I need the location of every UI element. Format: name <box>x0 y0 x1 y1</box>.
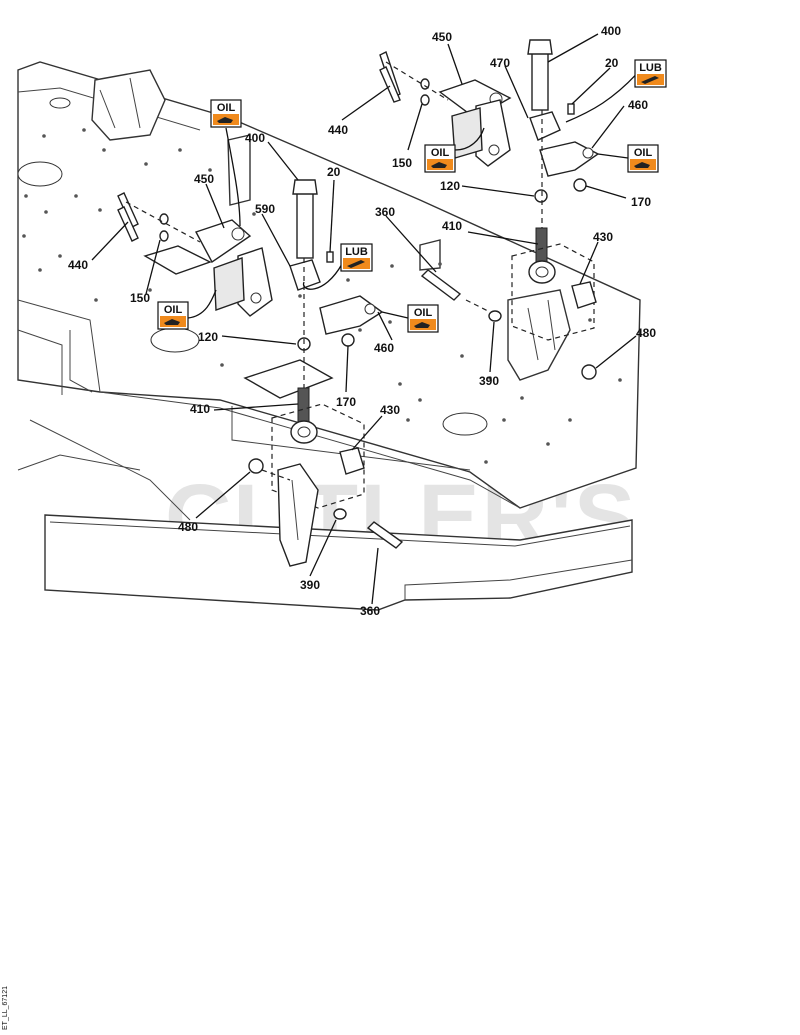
callout-430: 430 <box>593 230 613 244</box>
callout-590: 590 <box>255 202 275 216</box>
callout-150: 150 <box>130 291 150 305</box>
svg-text:OIL: OIL <box>164 304 183 316</box>
right-hitch-assembly <box>379 39 600 380</box>
oil-can-icon <box>414 322 430 328</box>
svg-text:OIL: OIL <box>634 147 653 159</box>
callout-120: 120 <box>440 179 460 193</box>
left-hitch-assembly <box>117 179 404 567</box>
oil-badge-top-left: OIL <box>210 99 242 128</box>
callout-360: 360 <box>375 205 395 219</box>
callout-170: 170 <box>631 195 651 209</box>
callout-440: 440 <box>68 258 88 272</box>
callout-400: 400 <box>601 24 621 38</box>
callouts: 400 450 470 20 440 150 460 120 170 400 2… <box>68 24 656 618</box>
callout-450: 450 <box>194 172 214 186</box>
callout-470: 470 <box>490 56 510 70</box>
oil-badge-right: OIL <box>627 144 659 173</box>
mower-deck <box>17 61 641 611</box>
oil-can-icon <box>217 117 233 123</box>
lub-badge-top-right: LUB <box>634 59 667 88</box>
oil-can-icon <box>634 162 650 168</box>
oil-badge-center: OIL <box>407 304 439 333</box>
svg-text:LUB: LUB <box>345 246 368 258</box>
callout-410: 410 <box>442 219 462 233</box>
oil-badge-top-center: OIL <box>424 144 456 173</box>
callout-120: 120 <box>198 330 218 344</box>
callout-450: 450 <box>432 30 452 44</box>
callout-440: 440 <box>328 123 348 137</box>
callout-400: 400 <box>245 131 265 145</box>
callout-390: 390 <box>479 374 499 388</box>
callout-150: 150 <box>392 156 412 170</box>
lub-badge-left: LUB <box>340 243 373 272</box>
callout-360: 360 <box>360 604 380 618</box>
oil-can-icon <box>431 162 447 168</box>
svg-text:OIL: OIL <box>217 102 236 114</box>
callout-460: 460 <box>374 341 394 355</box>
callout-460: 460 <box>628 98 648 112</box>
callout-170: 170 <box>336 395 356 409</box>
callout-20: 20 <box>327 165 341 179</box>
callout-480: 480 <box>178 520 198 534</box>
oil-can-icon <box>164 319 180 325</box>
callout-410: 410 <box>190 402 210 416</box>
callout-430: 430 <box>380 403 400 417</box>
callout-20: 20 <box>605 56 619 70</box>
callout-480: 480 <box>636 326 656 340</box>
oil-badge-left: OIL <box>157 301 189 330</box>
svg-text:OIL: OIL <box>414 307 433 319</box>
reference-code: ET_LL_67121 <box>2 986 9 1030</box>
grease-gun-icon <box>347 260 365 268</box>
callout-390: 390 <box>300 578 320 592</box>
grease-gun-icon <box>641 76 659 84</box>
leader-lines <box>91 33 643 605</box>
svg-text:OIL: OIL <box>431 147 450 159</box>
svg-text:LUB: LUB <box>639 62 662 74</box>
